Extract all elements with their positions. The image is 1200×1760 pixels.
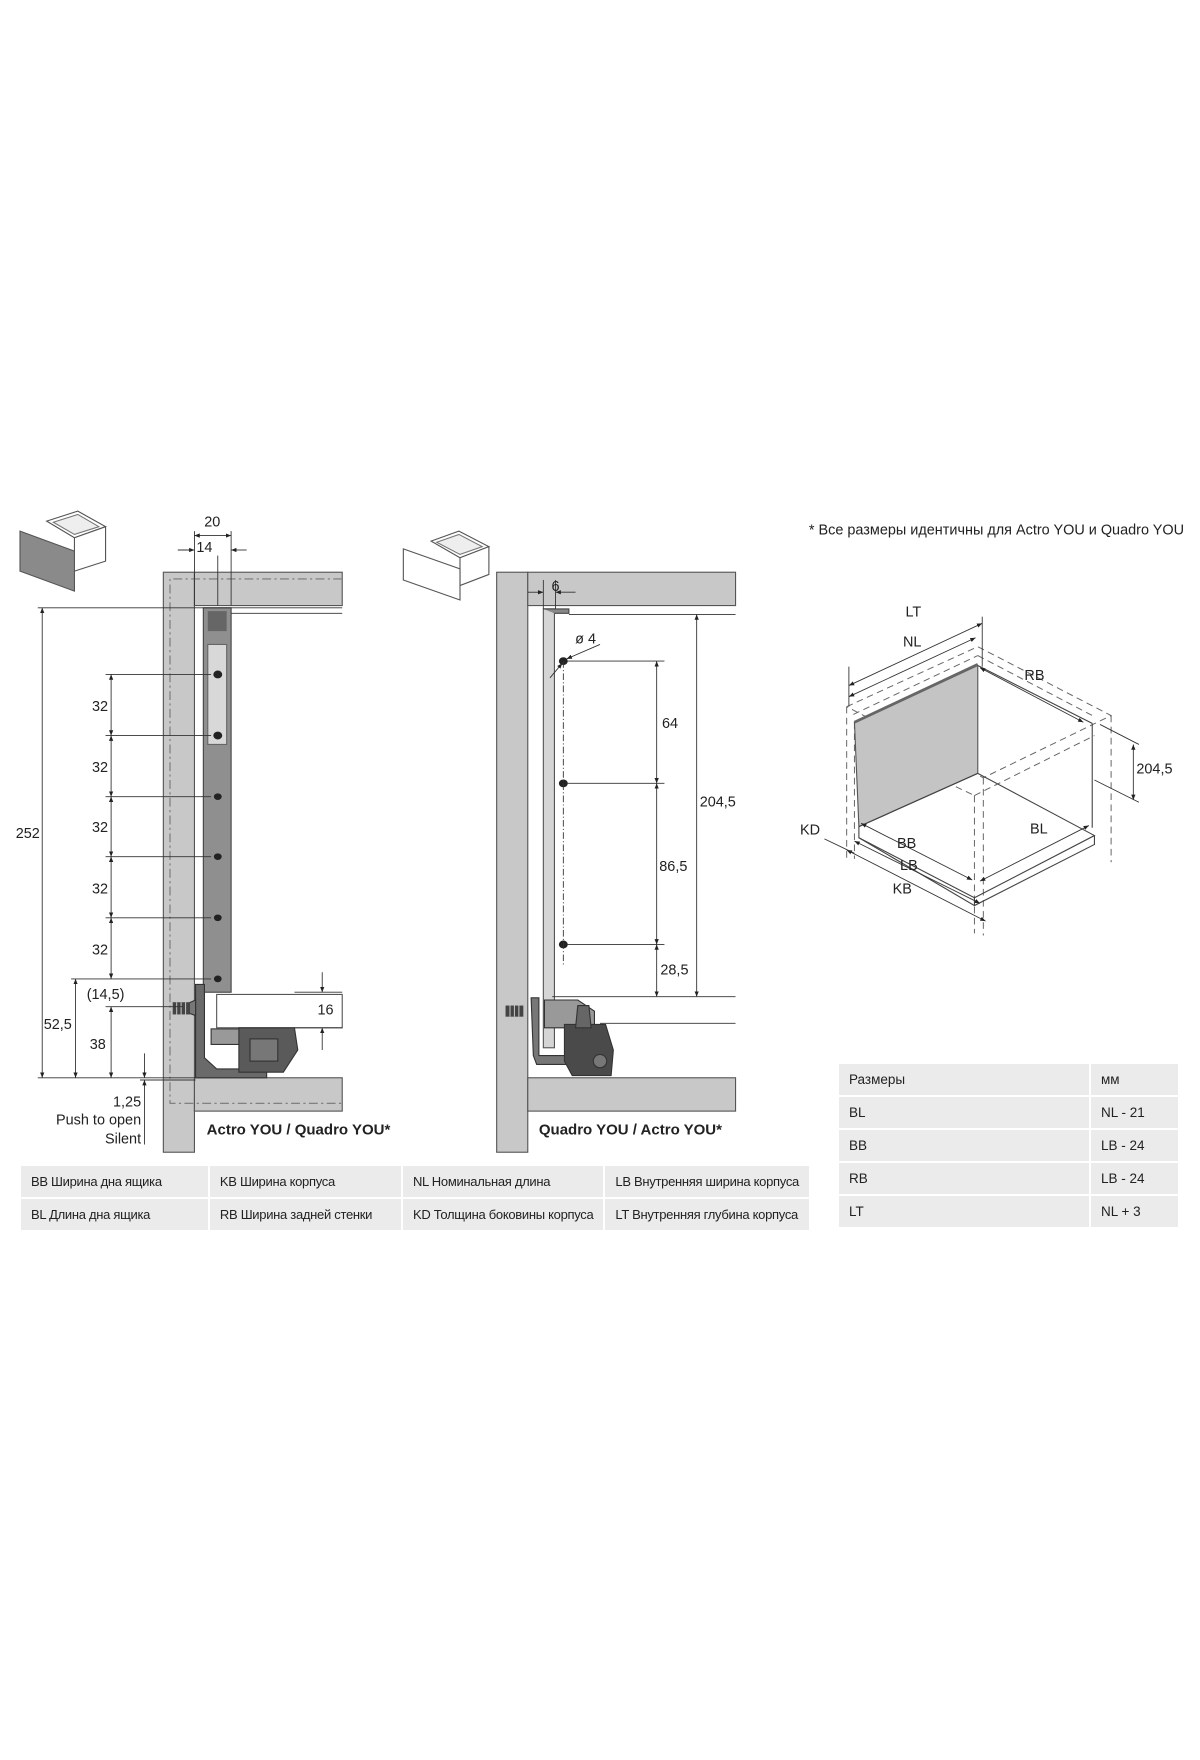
table-row: BL NL - 21 [839, 1097, 1178, 1128]
left-caption: Actro YOU / Quadro YOU* [207, 1121, 391, 1138]
label-rb: RB [1024, 668, 1044, 684]
drawer-bottom [216, 993, 343, 1029]
legend-cell: NL Номинальная длина [402, 1166, 604, 1197]
dim-14: 14 [196, 540, 212, 556]
dimension-formula: NL - 21 [1091, 1097, 1178, 1128]
dim-pitch: 32 [92, 760, 108, 776]
screw-icon [171, 1002, 190, 1015]
iso-dimension-lines [824, 616, 1140, 922]
label-kd: KD [800, 822, 820, 838]
dim-pitch: 32 [92, 942, 108, 958]
dim-64: 64 [662, 716, 678, 732]
dimensions-table: Размеры мм BL NL - 21 BB LB - 24 RB LB -… [837, 1062, 1180, 1229]
dimension-name: BL [839, 1097, 1089, 1128]
table-row: BL Длина дна ящика RB Ширина задней стен… [21, 1199, 809, 1230]
label-kb: KB [893, 881, 912, 897]
label-height: 204,5 [1136, 761, 1172, 777]
label-lt: LT [905, 605, 921, 621]
dim-28-5: 28,5 [660, 962, 688, 978]
table-row: BB Ширина дна ящика KB Ширина корпуса NL… [21, 1166, 809, 1197]
label-lb: LB [900, 858, 918, 874]
dim-16: 16 [318, 1002, 334, 1018]
legend-cell: LT Внутренняя глубина корпуса [605, 1199, 809, 1230]
left-section-drawing: 20 14 252 32 32 32 32 32 (14,5) 52,5 38 … [16, 510, 391, 1153]
dimension-formula: NL + 3 [1091, 1196, 1178, 1227]
table-row: RB LB - 24 [839, 1163, 1178, 1194]
table-header-row: Размеры мм [839, 1064, 1178, 1095]
dim-14-5: (14,5) [87, 987, 125, 1003]
table-row: BB LB - 24 [839, 1130, 1178, 1161]
dim-1-25: 1,25 [113, 1095, 141, 1111]
center-line [169, 578, 343, 1104]
dimension-name: LT [839, 1196, 1089, 1227]
dim-52-5: 52,5 [44, 1017, 72, 1033]
abbreviation-legend-table: BB Ширина дна ящика KB Ширина корпуса NL… [19, 1164, 811, 1232]
dim-6: 6 [552, 579, 560, 595]
middle-caption: Quadro YOU / Actro YOU* [539, 1121, 722, 1138]
header-cell: Размеры [839, 1064, 1089, 1095]
dimension-lines [37, 531, 343, 1145]
cabinet-side-wall [162, 571, 195, 1153]
dim-pitch: 32 [92, 881, 108, 897]
dim-86-5: 86,5 [659, 859, 687, 875]
legend-cell: KB Ширина корпуса [209, 1166, 401, 1197]
drawer-icon-light-front [402, 530, 491, 601]
drawer-icon-dark-front [19, 510, 107, 592]
legend-cell: KD Толщина боковины корпуса [402, 1199, 604, 1230]
dimension-name: BB [839, 1130, 1089, 1161]
legend-cell: RB Ширина задней стенки [209, 1199, 401, 1230]
cabinet-top-panel [193, 571, 343, 607]
cabinet-bottom-panel [193, 1077, 343, 1112]
isometric-drawer-drawing: * Все размеры идентичны для Actro YOU и … [800, 522, 1184, 936]
dim-252: 252 [16, 826, 40, 842]
legend-cell: BL Длина дна ящика [21, 1199, 208, 1230]
label-nl: NL [903, 635, 921, 651]
cabinet-side-wall [496, 571, 529, 1153]
back-panel [853, 664, 979, 828]
fixing-holes [213, 670, 223, 983]
silent-label: Silent [105, 1131, 141, 1147]
header-cell: мм [1091, 1064, 1178, 1095]
legend-cell: LB Внутренняя ширина корпуса [605, 1166, 809, 1197]
legend-cell: BB Ширина дна ящика [21, 1166, 208, 1197]
dim-hole-diameter: ø 4 [575, 631, 596, 647]
dim-pitch: 32 [92, 820, 108, 836]
label-bl: BL [1030, 821, 1048, 837]
middle-section-drawing: 6 ø 4 64 86,5 28,5 204,5 Quadro YOU / Ac… [402, 530, 737, 1153]
runner-mechanism [182, 983, 299, 1079]
dimension-lines [527, 580, 736, 1024]
dimension-formula: LB - 24 [1091, 1163, 1178, 1194]
cabinet-top-panel [527, 571, 737, 607]
dim-20: 20 [204, 515, 220, 531]
dim-38: 38 [90, 1037, 106, 1053]
dimension-formula: LB - 24 [1091, 1130, 1178, 1161]
dim-pitch: 32 [92, 699, 108, 715]
runner-mechanism [530, 997, 614, 1077]
dimension-name: RB [839, 1163, 1089, 1194]
screw-icon [505, 1005, 524, 1017]
dim-204-5: 204,5 [700, 795, 736, 811]
table-row: LT NL + 3 [839, 1196, 1178, 1227]
identical-dimensions-note: * Все размеры идентичны для Actro YOU и … [809, 522, 1184, 538]
push-to-open-label: Push to open [56, 1112, 141, 1128]
label-bb: BB [897, 836, 916, 852]
cabinet-bottom-panel [527, 1077, 737, 1112]
